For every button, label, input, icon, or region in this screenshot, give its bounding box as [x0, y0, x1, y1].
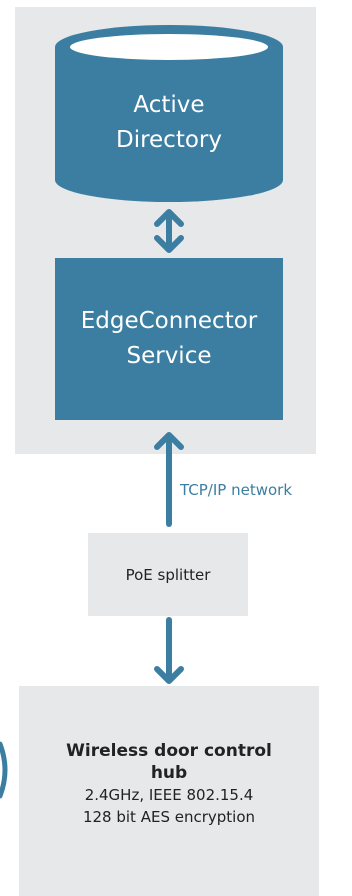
poe-splitter-label: PoE splitter: [125, 565, 211, 584]
hub-encryption-spec: 128 bit AES encryption: [82, 808, 256, 826]
tcp-ip-network-label: TCP/IP network: [180, 481, 293, 499]
poe-splitter-node: PoE splitter: [88, 533, 248, 616]
database-cylinder-icon: [55, 25, 283, 202]
hub-frequency-spec: 2.4GHz, IEEE 802.15.4: [84, 786, 254, 804]
ad-service-arrow-icon: [154, 209, 184, 253]
active-directory-label: Active Directory: [115, 92, 222, 153]
wireless-signal-icon: [0, 741, 8, 799]
edgeconnector-service-label: EdgeConnector Service: [80, 308, 258, 369]
wireless-hub-node: Wireless door control hub 2.4GHz, IEEE 8…: [19, 686, 319, 896]
network-arrow-icon: [154, 432, 184, 527]
hub-title: Wireless door control hub: [66, 741, 272, 783]
splitter-hub-arrow-icon: [154, 617, 184, 684]
edgeconnector-service-node: EdgeConnector Service: [55, 258, 283, 420]
